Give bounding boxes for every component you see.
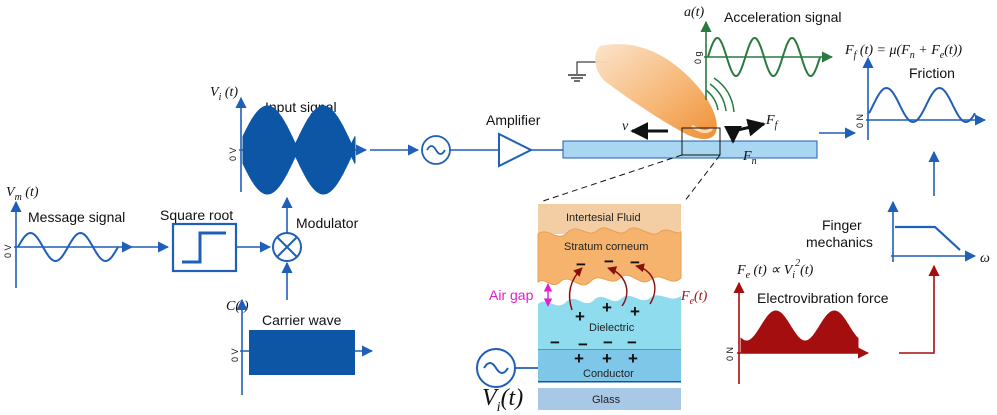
conductor-plus-3: + <box>628 349 638 368</box>
ac-source-small <box>421 135 451 165</box>
fe-layer-label: Fe(t) <box>680 289 708 307</box>
amplifier-triangle <box>498 132 534 168</box>
message-signal-label: Message signal <box>28 209 125 225</box>
vm-symbol: Vm (t) <box>6 185 39 203</box>
message-sine-wave <box>17 231 119 263</box>
attraction-arrow-3 <box>635 263 656 305</box>
at-symbol: a(t) <box>684 5 705 20</box>
friction-force-arrow <box>732 118 766 137</box>
force-wave <box>740 310 859 354</box>
friction-label: Friction <box>909 65 955 81</box>
dielectric-minus-4: − <box>627 333 637 352</box>
amplifier-block: Amplifier <box>486 112 541 168</box>
modulator-cross-b <box>276 236 298 258</box>
carrier-wave-block: C(t) Carrier wave 0 V <box>226 298 374 395</box>
ac-source-large-symbol <box>483 362 509 374</box>
electrovibration-force-label: Electrovibration force <box>757 290 889 306</box>
dielectric-plus-3: + <box>630 302 640 321</box>
acceleration-wave <box>707 37 821 77</box>
dielectric-plus-2: + <box>602 298 612 317</box>
friction-equation: Ff (t) = μ(Fn + Fe(t)) <box>844 43 962 61</box>
ac-source-symbol <box>426 145 446 155</box>
attraction-arrow-1 <box>568 267 583 311</box>
omega-symbol: ω <box>980 251 990 266</box>
message-zero-tick: 0 V <box>3 244 13 258</box>
dielectric-layer <box>538 295 681 349</box>
vibration-arc-2 <box>709 83 727 112</box>
corneum-charge-2: − <box>604 252 614 271</box>
dielectric-plus-1: + <box>575 307 585 326</box>
vibration-arc-3 <box>713 77 735 113</box>
vi-symbol: Vi (t) <box>210 85 238 103</box>
layer-stack: Glass Conductor Dielectric Intertesial F… <box>489 204 708 410</box>
glass-label: Glass <box>592 394 621 406</box>
force-zero-tick: 0 N <box>725 347 735 361</box>
touch-surface: v Ff Fn <box>539 44 818 203</box>
vi-large-symbol: Vi(t) <box>482 385 523 415</box>
fe-equation: Fe (t) ∝ Vi2(t) <box>736 258 814 281</box>
zoom-line-right <box>683 154 721 203</box>
friction-block: Ff (t) = μ(Fn + Fe(t)) Friction 0 N <box>844 43 987 140</box>
ct-symbol: C(t) <box>226 299 249 314</box>
input-signal-block: Vi (t) Input signal 0 V <box>210 85 368 195</box>
mechanics-response-curve <box>895 225 961 251</box>
conductor-plus-2: + <box>602 349 612 368</box>
finger-mechanics-block: Finger mechanics ω <box>806 200 990 266</box>
zoom-line-left <box>539 154 683 203</box>
acceleration-signal-block: a(t) Acceleration signal 0 g <box>684 5 842 100</box>
air-gap-label: Air gap <box>489 287 534 303</box>
conductor-plus-1: + <box>574 349 584 368</box>
arrow-force-to-mechanics <box>899 264 940 354</box>
corneum-label: Stratum corneum <box>564 241 648 253</box>
carrier-wave-label: Carrier wave <box>262 312 342 328</box>
finger-shape <box>595 44 717 139</box>
message-signal-block: Vm (t) Message signal 0 V <box>3 185 134 288</box>
ac-source-large: Vi(t) <box>476 348 538 415</box>
finger-mechanics-label-1: Finger <box>822 217 862 233</box>
dielectric-minus-2: − <box>578 335 588 354</box>
input-zero-tick: 0 V <box>228 147 238 161</box>
square-root-box <box>171 222 238 273</box>
acceleration-zero-tick: 0 g <box>693 51 703 64</box>
dielectric-minus-3: − <box>603 333 613 352</box>
glass-layer <box>538 388 681 410</box>
conductor-label: Conductor <box>583 368 634 380</box>
carrier-wave-fill <box>249 330 355 375</box>
vibration-arc-1 <box>705 89 719 111</box>
dielectric-minus-1: − <box>550 333 560 352</box>
zoom-region <box>681 127 721 156</box>
input-modulated-wave <box>242 105 356 195</box>
surface-plate <box>562 140 818 159</box>
ff-symbol: Ff <box>765 113 779 131</box>
electrovibration-force-block: Fe (t) ∝ Vi2(t) Electrovibration force 0… <box>725 258 889 384</box>
carrier-zero-tick: 0 V <box>230 348 240 362</box>
modulator-block: Modulator <box>272 215 359 262</box>
acceleration-signal-label: Acceleration signal <box>724 9 842 25</box>
dielectric-label: Dielectric <box>589 322 635 334</box>
corneum-charge-1: − <box>576 255 586 274</box>
square-root-block: Square root <box>160 207 238 273</box>
friction-wave <box>868 86 976 124</box>
conductor-layer <box>538 349 681 381</box>
square-root-symbol <box>182 231 226 264</box>
corneum-charge-3: − <box>630 253 640 272</box>
fluid-label: Intertesial Fluid <box>566 212 641 224</box>
fingernail-highlight <box>691 124 714 134</box>
modulator-label: Modulator <box>296 215 359 231</box>
attraction-arrow-2 <box>607 266 628 307</box>
fn-symbol: Fn <box>742 149 757 167</box>
square-root-label: Square root <box>160 207 233 223</box>
finger-mechanics-label-2: mechanics <box>806 234 873 250</box>
velocity-symbol: v <box>622 119 629 134</box>
amplifier-label: Amplifier <box>486 112 541 128</box>
friction-zero-tick: 0 N <box>855 114 865 128</box>
